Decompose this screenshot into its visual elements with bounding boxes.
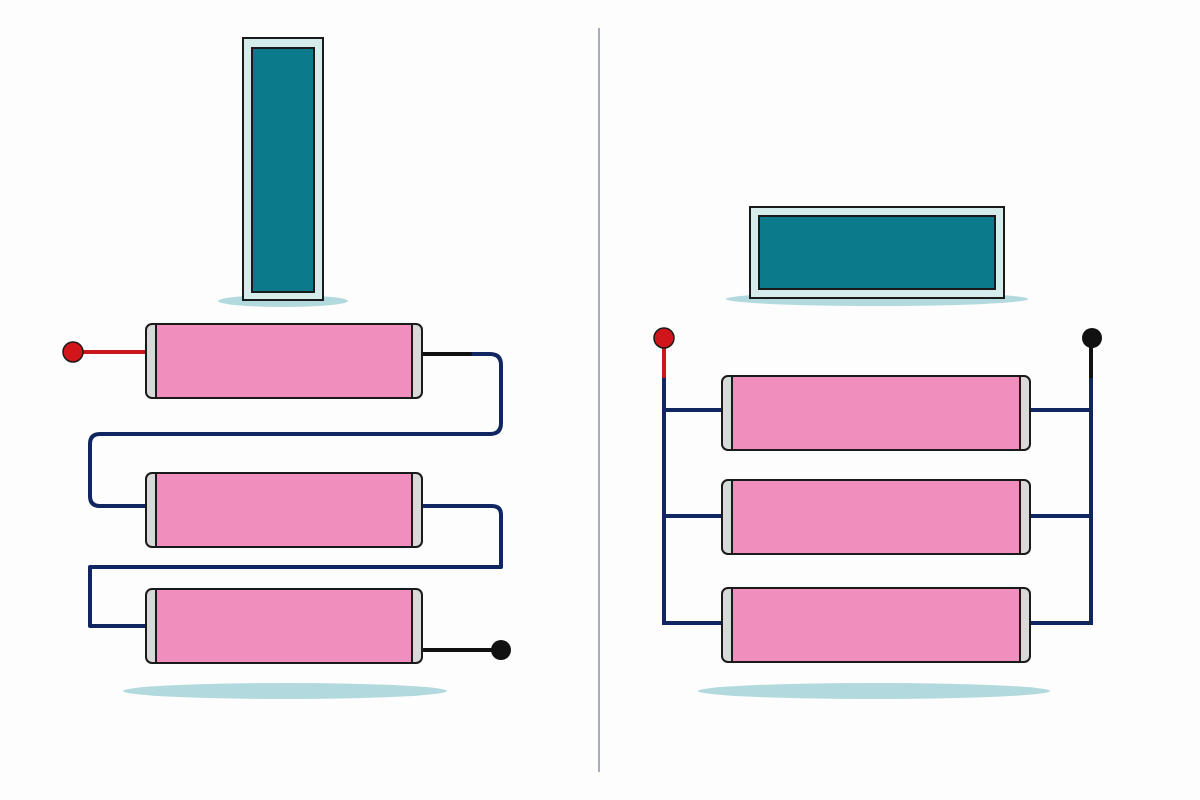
series-negative-terminal [491,640,511,660]
series-wire-2-to-3 [88,504,503,628]
parallel-cell-3 [721,587,1031,663]
series-wire-1-to-2 [88,352,503,508]
parallel-base-shadow [698,683,1050,699]
series-gauge [242,37,324,301]
parallel-wiring [662,337,1093,625]
parallel-negative-terminal [1082,328,1102,348]
series-positive-terminal [62,341,84,363]
parallel-gauge-fill [758,215,996,290]
series-gauge-fill [251,47,315,293]
series-cell-3 [145,588,423,664]
parallel-cell-2 [721,479,1031,555]
series-wiring [72,350,503,652]
series-cell-1 [145,323,423,399]
series-panel [62,37,511,699]
parallel-panel [653,206,1102,699]
series-cell-2 [145,472,423,548]
parallel-gauge [749,206,1005,299]
series-base-shadow [123,683,447,699]
parallel-positive-terminal [653,327,675,349]
parallel-cell-1 [721,375,1031,451]
